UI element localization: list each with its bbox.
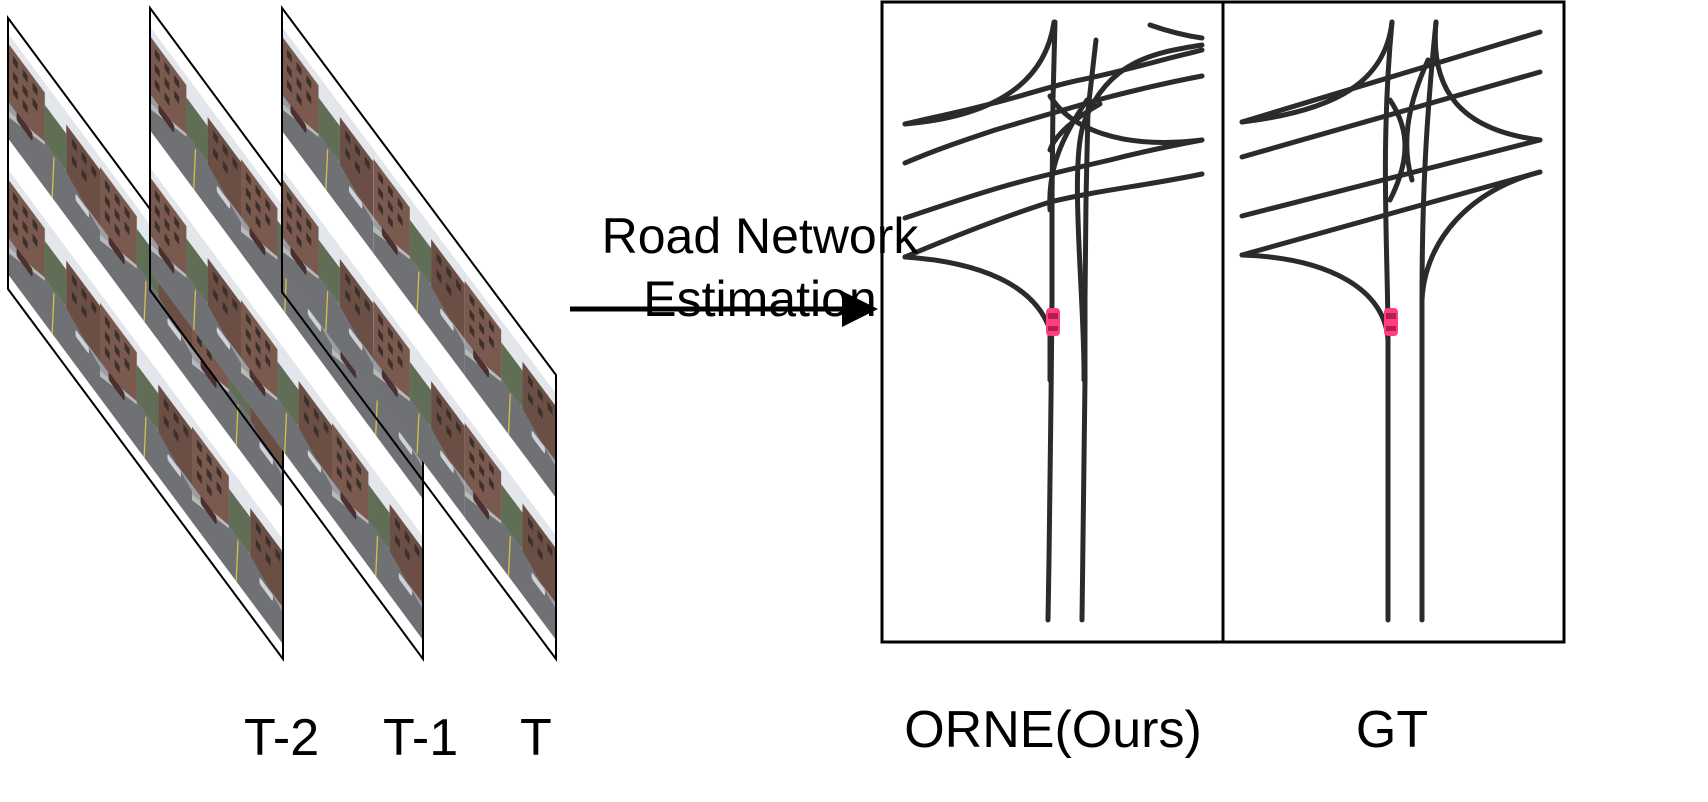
panel-label-prediction: ORNE(Ours) [904, 701, 1202, 759]
frame-label-t-2: T-2 [244, 709, 320, 767]
frame-stack-t [281, 4, 557, 663]
ego-vehicle-prediction [1046, 308, 1060, 336]
arrow-label-line-1: Road Network [601, 208, 919, 264]
ego-vehicle-ground-truth [1384, 308, 1398, 336]
road-network-prediction [902, 19, 1205, 623]
road-network-ground-truth [1239, 19, 1543, 623]
panel-borders [880, 0, 1566, 644]
arrow-label-line-2: Estimation [643, 271, 877, 327]
arrow-label: Road Network Estimation [560, 205, 960, 331]
frame-label-t: T [520, 709, 552, 767]
frame-label-t-1: T-1 [383, 709, 459, 767]
panel-label-ground-truth: GT [1355, 701, 1429, 759]
estimation-arrow [570, 291, 878, 327]
